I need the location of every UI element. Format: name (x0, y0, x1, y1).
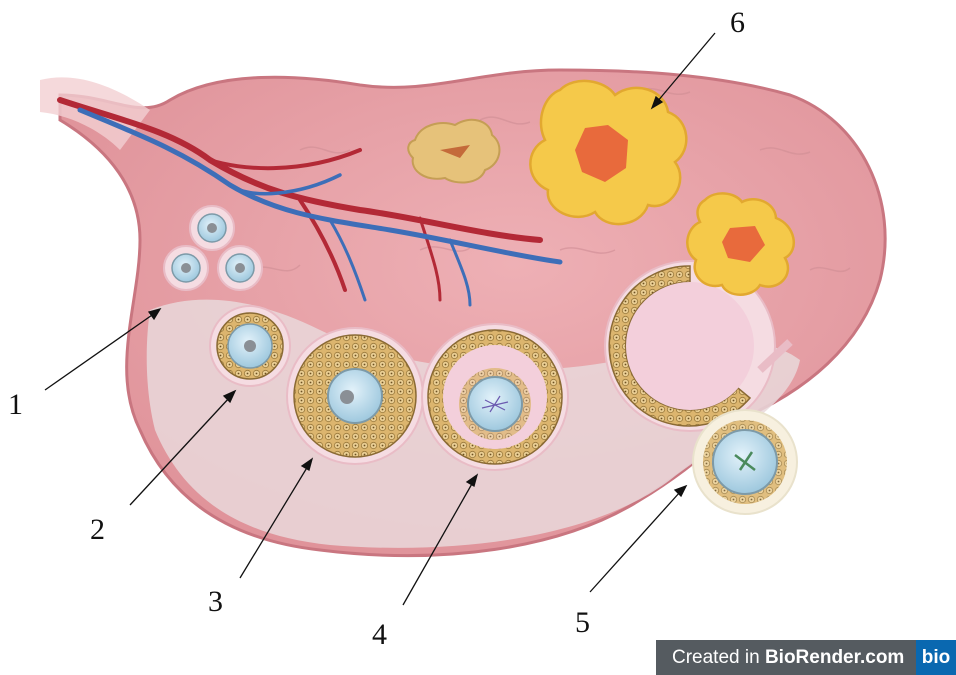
credit-prefix: Created in (672, 647, 765, 668)
credit-text: Created in BioRender.com (656, 647, 904, 669)
label-2: 2 (90, 515, 105, 545)
credit-brand: BioRender.com (765, 647, 904, 668)
label-3: 3 (208, 587, 223, 617)
label-4: 4 (372, 620, 387, 650)
biorender-logo-icon: bio (916, 640, 956, 675)
label-6: 6 (730, 8, 745, 38)
label-5: 5 (575, 608, 590, 638)
primary-follicle (210, 306, 290, 386)
corpus-luteum-large (530, 81, 686, 224)
antral-follicle (422, 324, 568, 470)
secondary-follicle (287, 328, 423, 464)
ovulated-oocyte (693, 410, 797, 514)
biorender-credit-badge: Created in BioRender.com bio (656, 640, 956, 675)
label-1: 1 (8, 390, 23, 420)
